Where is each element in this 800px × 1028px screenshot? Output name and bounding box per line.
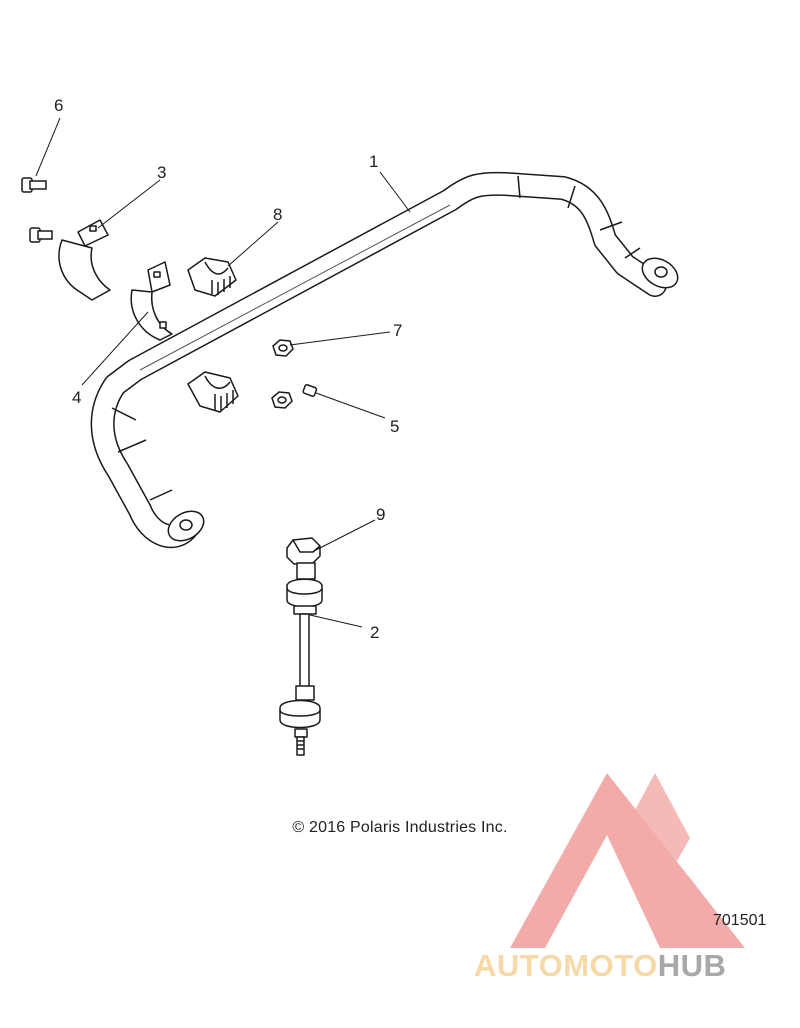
callout-5: 5 [390,417,399,436]
callout-2: 2 [370,623,379,642]
callout-4: 4 [72,388,81,407]
watermark-text: AUTOMOTOHUB [474,948,726,984]
bushing-upper [187,257,237,297]
callout-6: 6 [54,96,63,115]
end-link [279,537,323,756]
watermark-logo-peak [620,773,690,900]
bushing-lower [187,371,239,413]
callout-3: 3 [157,163,166,182]
grease-fitting [302,384,318,397]
bolt-lower [29,227,53,243]
callout-7: 7 [393,321,402,340]
watermark-logo-inner [575,858,632,905]
bolt-upper [21,177,47,193]
stabilizer-bar [90,171,679,549]
diagram-number: 701501 [713,912,767,929]
callout-numbers: 1 2 3 4 5 6 7 8 9 [54,96,402,642]
leader-lines [35,117,411,628]
nut-upper [272,339,294,357]
clamp-lower [130,261,173,341]
watermark-text-hub: HUB [657,948,727,983]
callout-1: 1 [369,152,378,171]
copyright-notice: © 2016 Polaris Industries Inc. [292,819,508,836]
watermark-logo [510,773,745,948]
callout-8: 8 [273,205,282,224]
watermark-text-moto: MOTO [563,948,658,983]
callout-9: 9 [376,505,385,524]
watermark-logo-triangle [510,773,745,948]
clamp-upper [58,219,111,301]
watermark-text-auto: AUTO [474,948,564,983]
nut-lower [271,391,293,409]
